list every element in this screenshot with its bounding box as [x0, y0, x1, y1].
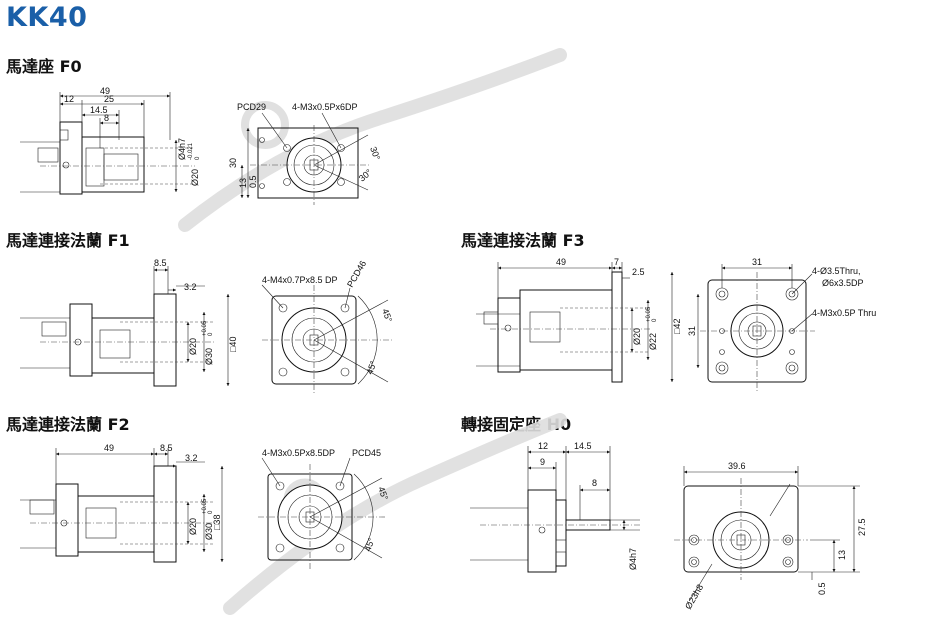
- f3-callout-tapped: 4-M3x0.5P Thru: [812, 308, 876, 318]
- f1-dim-tol-lower: 0: [208, 332, 214, 336]
- f1-dim-tol-upper: +0.05: [202, 320, 208, 336]
- f0-dim-13: 13: [238, 178, 248, 188]
- f2-callout-angle-2: 45°: [362, 536, 376, 553]
- f3-dim-31-h: 31: [752, 257, 762, 267]
- f0-side-view: 49 12 25 14.5 8 Ø4h7 Ø20 -0.021 0: [20, 86, 201, 195]
- f3-dim-pilot: Ø22: [648, 333, 658, 350]
- f0-front-view: 30 13 0.5 PCD29 4-M3x0.5Px6DP 30° 30°: [228, 102, 382, 205]
- f1-dim-8-5: 8.5: [154, 258, 167, 268]
- h0-dim-13: 13: [837, 550, 847, 560]
- f2-dim-8-5: 8.5: [160, 443, 173, 453]
- f2-dim-pilot: Ø30: [204, 523, 214, 540]
- section-heading-f1: 馬達連接法蘭 F1: [6, 231, 130, 250]
- f2-dim-tol-upper: +0.05: [202, 498, 208, 514]
- h0-dim-pilot: Ø23h8: [683, 583, 705, 611]
- f2-front-view: 4-M3x0.5Px8.5DP PCD45 45° 45°: [258, 448, 390, 570]
- f1-dim-bore: Ø20: [188, 338, 198, 355]
- f2-dim-3-2: 3.2: [185, 453, 198, 463]
- f2-side-view: 49 8.5 3.2 Ø20 Ø30 +0.05 0 □38: [20, 443, 224, 563]
- f1-side-view: 8.5 3.2 Ø20 Ø30 +0.05 0 □40: [20, 258, 238, 387]
- f3-dim-31-v: 31: [687, 326, 697, 336]
- f0-dim-0-5: 0.5: [248, 175, 258, 188]
- h0-dim-shaft: Ø4h7: [628, 548, 638, 570]
- f0-callout-pcd: PCD29: [237, 102, 266, 112]
- f0-callout-angle-1: 30°: [368, 145, 382, 162]
- f2-callout-holes: 4-M3x0.5Px8.5DP: [262, 448, 335, 458]
- h0-dim-12: 12: [538, 441, 548, 451]
- f0-callout-holes: 4-M3x0.5Px6DP: [292, 102, 358, 112]
- f3-side-view: 49 7 2.5 Ø20 Ø22 +0.05 0 □42: [476, 257, 682, 383]
- f0-dim-8: 8: [104, 113, 109, 123]
- f0-dim-tol-upper: -0.021: [188, 142, 194, 160]
- f3-callout-thru-holes: 4-Ø3.5Thru,: [812, 266, 861, 276]
- f0-dim-tol-lower: 0: [195, 156, 201, 160]
- h0-side-view: 12 14.5 9 8 Ø4h7: [470, 441, 640, 573]
- h0-dim-14-5: 14.5: [574, 441, 592, 451]
- f1-dim-pilot: Ø30: [204, 348, 214, 365]
- f3-dim-tol-upper: +0.05: [646, 306, 652, 322]
- f1-callout-angle-2: 45°: [364, 359, 378, 376]
- h0-dim-9: 9: [540, 457, 545, 467]
- h0-dim-0-5: 0.5: [817, 582, 827, 595]
- f3-dim-square: □42: [672, 319, 682, 334]
- h0-dim-8: 8: [592, 478, 597, 488]
- f0-dim-shaft: Ø4h7: [177, 138, 187, 160]
- f0-callout-angle-2: 30°: [357, 167, 374, 184]
- f2-callout-angle-1: 45°: [376, 485, 390, 502]
- f2-dim-49: 49: [104, 443, 114, 453]
- f3-dim-2-5: 2.5: [632, 267, 645, 277]
- f1-callout-angle-1: 45°: [380, 307, 394, 324]
- f2-dim-tol-lower: 0: [208, 510, 214, 514]
- h0-front-view: 39.6 27.5 13 0.5 Ø23h8: [674, 461, 867, 611]
- f3-dim-7: 7: [614, 257, 619, 267]
- h0-dim-39-6: 39.6: [728, 461, 746, 471]
- f0-dim-12: 12: [64, 94, 74, 104]
- section-heading-f0: 馬達座 F0: [6, 57, 82, 76]
- f0-dim-49: 49: [100, 86, 110, 96]
- f3-dim-tol-lower: 0: [652, 318, 658, 322]
- f2-dim-square: □38: [212, 515, 222, 530]
- f3-dim-49: 49: [556, 257, 566, 267]
- f0-dim-30: 30: [228, 158, 238, 168]
- f0-dim-25: 25: [104, 94, 114, 104]
- f1-callout-pcd: PCD46: [345, 259, 368, 289]
- f2-dim-bore: Ø20: [188, 518, 198, 535]
- f2-callout-pcd: PCD45: [352, 448, 381, 458]
- f1-front-view: 4-M4x0.7Px8.5 DP PCD46 45° 45°: [261, 259, 394, 395]
- f3-callout-counterbore: Ø6x3.5DP: [822, 278, 864, 288]
- f1-callout-holes: 4-M4x0.7Px8.5 DP: [262, 275, 338, 285]
- section-heading-f2: 馬達連接法蘭 F2: [6, 415, 130, 434]
- f3-front-view: 31 31 4-Ø3.5Thru, Ø6x3.5DP 4-M3x0.5P Thr…: [687, 257, 876, 392]
- f0-dim-14-5: 14.5: [90, 105, 108, 115]
- section-heading-f3: 馬達連接法蘭 F3: [461, 231, 585, 250]
- f3-dim-bore: Ø20: [632, 328, 642, 345]
- page-title: KK40: [6, 2, 88, 33]
- f1-dim-3-2: 3.2: [184, 282, 197, 292]
- f0-dim-bore: Ø20: [190, 169, 200, 186]
- f1-dim-square: □40: [228, 337, 238, 352]
- h0-dim-27-5: 27.5: [857, 518, 867, 536]
